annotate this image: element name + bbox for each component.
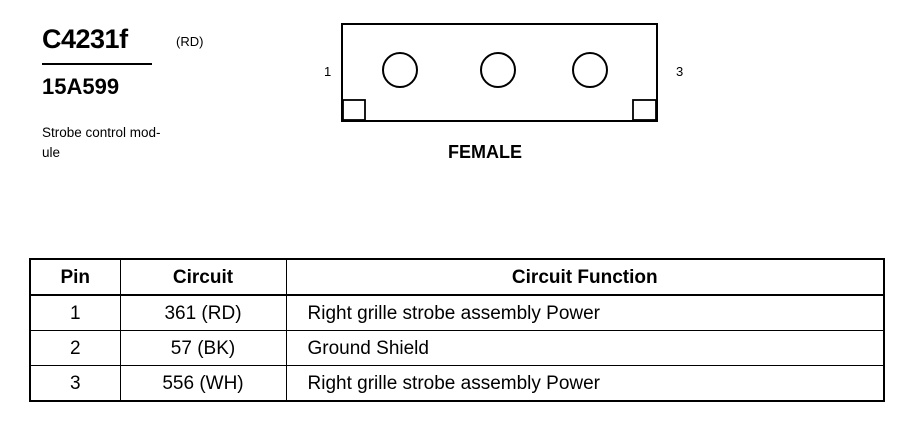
pin-label-right: 3 bbox=[676, 64, 683, 79]
header-circuit-function: Circuit Function bbox=[285, 258, 885, 296]
housing-key-right bbox=[632, 99, 657, 121]
cell-circuit: 556 (WH) bbox=[119, 365, 287, 402]
cell-pin: 3 bbox=[29, 365, 121, 402]
table-row: 3 556 (WH) Right grille strobe assembly … bbox=[29, 365, 885, 402]
pin-cavity-3 bbox=[572, 52, 608, 88]
cell-circuit: 57 (BK) bbox=[119, 330, 287, 366]
header-circuit: Circuit bbox=[119, 258, 287, 296]
cell-circuit-function: Right grille strobe assembly Power bbox=[285, 365, 885, 402]
pin-label-left: 1 bbox=[324, 64, 331, 79]
cell-circuit-function: Ground Shield bbox=[285, 330, 885, 366]
table-row: 2 57 (BK) Ground Shield bbox=[29, 330, 885, 366]
description-line-1: Strobe control mod- bbox=[42, 125, 161, 140]
connector-gender-label: FEMALE bbox=[448, 142, 522, 162]
connector-housing bbox=[341, 23, 658, 122]
connector-description: Strobe control mod- ule bbox=[42, 123, 202, 163]
housing-key-left bbox=[342, 99, 366, 121]
connector-id: C4231f bbox=[42, 24, 128, 54]
table-header-row: Pin Circuit Circuit Function bbox=[29, 258, 885, 296]
header-pin: Pin bbox=[29, 258, 121, 296]
title-divider bbox=[42, 63, 152, 65]
circuit-table: Pin Circuit Circuit Function 1 361 (RD) … bbox=[29, 258, 885, 402]
description-line-2: ule bbox=[42, 145, 61, 160]
cell-circuit: 361 (RD) bbox=[119, 294, 287, 331]
part-number: 15A599 bbox=[42, 74, 120, 99]
connector-face-diagram: 1 3 bbox=[324, 23, 683, 122]
pin-cavity-1 bbox=[382, 52, 418, 88]
table-row: 1 361 (RD) Right grille strobe assembly … bbox=[29, 294, 885, 331]
cell-circuit-function: Right grille strobe assembly Power bbox=[285, 294, 885, 331]
pin-cavity-2 bbox=[480, 52, 516, 88]
cell-pin: 2 bbox=[29, 330, 121, 366]
connector-color-code: (RD) bbox=[176, 34, 204, 49]
cell-pin: 1 bbox=[29, 294, 121, 331]
